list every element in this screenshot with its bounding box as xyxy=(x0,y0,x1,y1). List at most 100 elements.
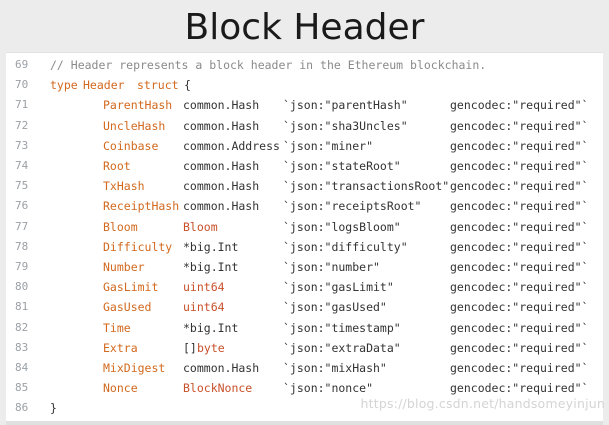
field-type: common.Hash xyxy=(183,118,260,133)
line-number: 83 xyxy=(15,340,29,354)
slide-title: Block Header xyxy=(184,7,425,48)
keyword-type: type xyxy=(50,78,78,93)
open-brace: { xyxy=(184,78,191,93)
struct-name: Header xyxy=(83,78,125,93)
json-tag: `json:"sha3Uncles" xyxy=(283,118,408,133)
gencodec-tag: gencodec:"required"` xyxy=(450,219,589,234)
line-number: 78 xyxy=(15,239,29,253)
code-line: 86} xyxy=(6,398,603,418)
gencodec-tag: gencodec:"required"` xyxy=(450,300,589,315)
field-name: Root xyxy=(103,159,131,173)
field-name: Bloom xyxy=(103,219,138,234)
code-line: 73 Coinbase common.Address`json:"miner" gen… xyxy=(6,136,603,156)
line-number: 79 xyxy=(15,260,29,273)
field-type: common.Hash xyxy=(183,361,260,375)
line-number: 80 xyxy=(15,280,29,294)
json-tag: `json:"logsBloom" xyxy=(283,219,401,234)
close-brace: } xyxy=(50,401,57,416)
line-number: 74 xyxy=(15,159,29,172)
json-tag: `json:"mixHash" xyxy=(283,361,387,375)
line-number: 69 xyxy=(15,58,29,71)
code-line: 75 TxHash common.Hash `json:"transactionsRo… xyxy=(6,176,603,196)
field-type: *big.Int xyxy=(183,320,239,335)
field-name: MixDigest xyxy=(103,361,166,375)
field-type: uint64 xyxy=(183,280,225,295)
line-number: 77 xyxy=(15,219,29,233)
field-name: UncleHash xyxy=(103,118,166,133)
code-line: 85 Nonce BlockNonce `json:"nonce" gencodec:"… xyxy=(6,378,603,398)
field-type: common.Hash xyxy=(183,199,260,214)
json-tag: `json:"gasLimit" xyxy=(283,280,394,295)
code-line: 74 Root common.Hash `json:"stateRoot" gencod… xyxy=(6,156,603,176)
field-name: GasUsed xyxy=(103,300,152,315)
field-name: Nonce xyxy=(103,381,138,396)
gencodec-tag: gencodec:"required"` xyxy=(450,260,589,274)
line-number: 81 xyxy=(15,300,29,314)
gencodec-tag: gencodec:"required"` xyxy=(450,320,589,335)
code-line: 78 Difficulty *big.Int `json:"difficulty" ge… xyxy=(6,237,603,257)
line-number: 82 xyxy=(15,320,29,334)
field-type: *big.Int xyxy=(183,239,239,254)
line-number: 72 xyxy=(15,118,29,132)
line-number: 75 xyxy=(15,179,29,193)
line-number: 70 xyxy=(15,78,29,92)
field-name: ParentHash xyxy=(103,98,173,113)
code-line: 83 Extra []byte `json:"extraData" gencodec:"… xyxy=(6,338,603,358)
gencodec-tag: gencodec:"required"` xyxy=(450,179,589,194)
field-type: *big.Int xyxy=(183,260,239,274)
field-type: Bloom xyxy=(183,219,218,234)
code-line: 69 // Header represents a block header in… xyxy=(6,55,603,75)
json-tag: `json:"extraData" xyxy=(283,340,401,355)
json-tag: `json:"timestamp" xyxy=(283,320,401,335)
code-line: 70 type Header struct { xyxy=(6,75,603,95)
gencodec-tag: gencodec:"required"` xyxy=(450,98,589,113)
json-tag: `json:"miner" xyxy=(283,138,374,153)
slide-footer-bar xyxy=(6,421,603,425)
watermark: https://blog.csdn.net/handsomeyinjun xyxy=(360,396,605,411)
json-tag: `json:"parentHash" xyxy=(283,98,408,113)
json-tag: `json:"transactionsRoot" xyxy=(283,179,450,194)
json-tag: `json:"nonce" xyxy=(283,381,374,396)
code-line: 77 Bloom Bloom `json:"logsBloom" gencodec:"r… xyxy=(6,217,603,237)
gencodec-tag: gencodec:"required"` xyxy=(450,280,589,295)
code-line: 80 GasLimit uint64 `json:"gasLimit" gencodec… xyxy=(6,277,603,297)
code-panel: 69 // Header represents a block header in… xyxy=(6,52,603,423)
field-name: TxHash xyxy=(103,179,145,194)
field-type: common.Hash xyxy=(183,159,260,173)
gencodec-tag: gencodec:"required"` xyxy=(450,361,589,375)
gencodec-tag: gencodec:"required"` xyxy=(450,159,589,173)
field-name: Extra xyxy=(103,340,138,355)
gencodec-tag: gencodec:"required"` xyxy=(450,381,589,396)
json-tag: `json:"number" xyxy=(283,260,380,274)
field-type: common.Address xyxy=(183,138,280,153)
gencodec-tag: gencodec:"required"` xyxy=(450,239,589,254)
code-line: 72 UncleHash common.Hash `json:"sha3Uncles"… xyxy=(6,116,603,136)
field-name: Difficulty xyxy=(103,239,173,254)
line-number: 71 xyxy=(15,98,29,112)
gencodec-tag: gencodec:"required"` xyxy=(450,138,589,153)
line-number: 86 xyxy=(15,401,29,415)
field-name: Number xyxy=(103,260,145,274)
json-tag: `json:"receiptsRoot" xyxy=(283,199,422,214)
field-type: common.Hash xyxy=(183,179,260,194)
json-tag: `json:"difficulty" xyxy=(283,239,408,254)
field-name: ReceiptHash xyxy=(103,199,180,214)
gencodec-tag: gencodec:"required"` xyxy=(450,118,589,133)
code-line: 79 Number *big.Int `json:"number" gencodec:"… xyxy=(6,257,603,277)
code-comment: // Header represents a block header in t… xyxy=(50,58,487,72)
json-tag: `json:"stateRoot" xyxy=(283,159,401,173)
line-number: 85 xyxy=(15,381,29,395)
json-tag: `json:"gasUsed" xyxy=(283,300,387,315)
field-name: GasLimit xyxy=(103,280,159,295)
gencodec-tag: gencodec:"required"` xyxy=(450,340,589,355)
field-type: BlockNonce xyxy=(183,381,253,396)
field-type: byte xyxy=(197,340,225,355)
field-type-prefix: [] xyxy=(183,340,197,355)
keyword-struct: struct xyxy=(137,78,179,93)
field-type: common.Hash xyxy=(183,98,260,113)
field-name: Coinbase xyxy=(103,138,159,153)
line-number: 73 xyxy=(15,138,29,152)
